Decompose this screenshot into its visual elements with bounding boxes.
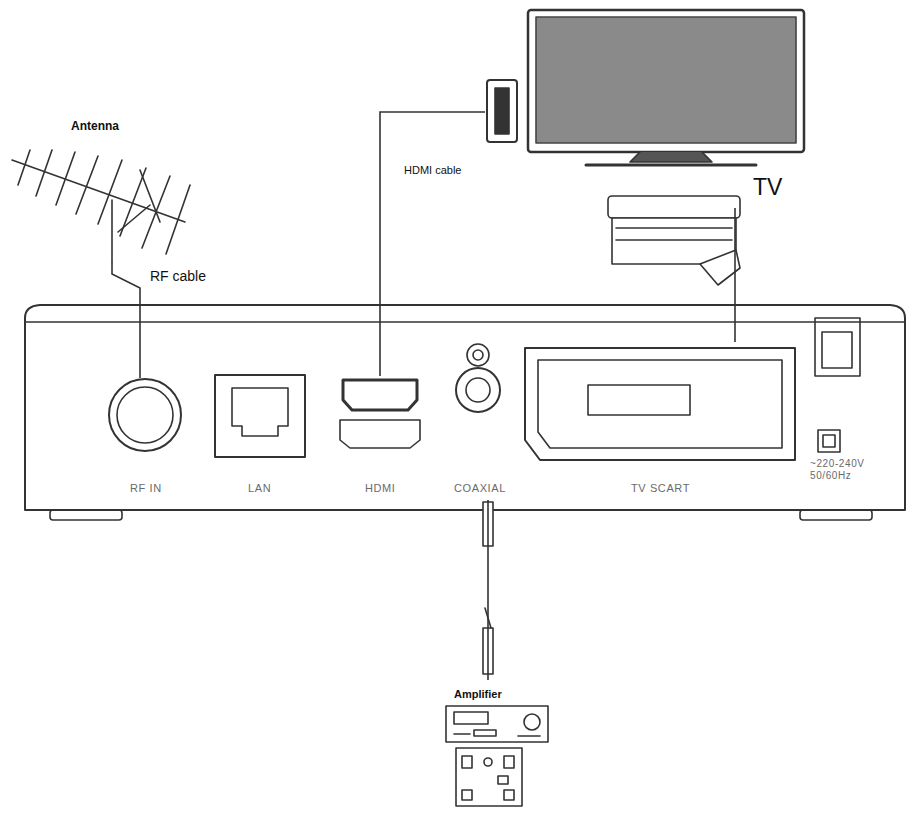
port-hdmi-node: HDMI	[330, 376, 430, 498]
set-top-box-drawing	[25, 305, 905, 520]
cable-line	[112, 262, 140, 378]
port-label: HDMI	[365, 482, 396, 495]
tv-node: TV	[485, 8, 805, 208]
port-coaxial-node: COAXIAL	[436, 342, 524, 500]
device-label: Antenna	[71, 120, 119, 134]
cable-line	[487, 500, 489, 680]
port-tv-scart-node: TV SCART	[515, 342, 805, 498]
antenna-node: Antenna	[5, 120, 205, 262]
cable-label: HDMI cable	[402, 164, 463, 176]
device-label: TV	[753, 174, 782, 200]
port-label: RF IN	[130, 482, 162, 495]
tv-drawing	[487, 10, 804, 285]
power-input-node: ~220-240V 50/60Hz	[808, 428, 880, 490]
amplifier-drawing	[446, 706, 548, 806]
port-label: COAXIAL	[454, 482, 506, 495]
cable-line	[380, 112, 485, 376]
port-label: TV SCART	[631, 482, 690, 495]
port-label: ~220-240V 50/60Hz	[810, 458, 876, 481]
cable-line	[734, 208, 736, 342]
device-label: Amplifier	[454, 688, 502, 701]
amplifier-node: Amplifier	[438, 680, 562, 810]
cable-label: RF cable	[148, 268, 208, 284]
port-rf-in-node: RF IN	[100, 378, 192, 498]
antenna-drawing	[12, 150, 190, 262]
port-label: LAN	[248, 482, 271, 495]
port-lan-node: LAN	[212, 375, 308, 498]
